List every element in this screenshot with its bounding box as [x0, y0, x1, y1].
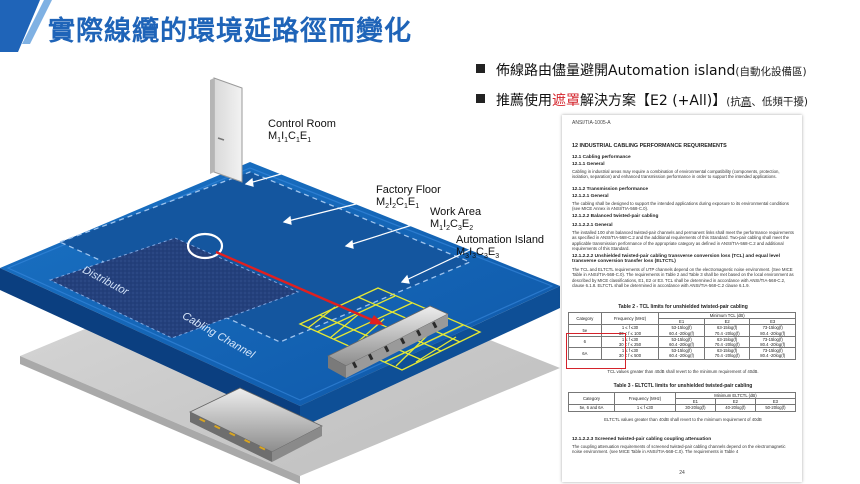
- distributor-area: [48, 237, 300, 339]
- page-title: 實際線纜的環境延路徑而變化: [48, 16, 412, 47]
- bullet-text: 推薦使用: [496, 93, 552, 109]
- table-row: 6A 1 ≤ f ≤30 30 < f ≤ 500 53-15log(f) 60…: [568, 347, 796, 360]
- doc-section-heading: 12.1.2.2.2 Unshielded twisted-pair cabli…: [572, 254, 780, 265]
- table-cell: 50-20log(f): [754, 404, 797, 412]
- title-bar: 實際線纜的環境延路徑而變化: [0, 0, 860, 56]
- table-3-eltctl-limits: Category Frequency (MHz) Minimum ELTCTL …: [567, 391, 797, 412]
- bullet-text: 佈線路由儘量避開Automation island: [496, 63, 736, 79]
- table-2-note: TCL values greater than 40dB shall rever…: [607, 369, 759, 374]
- table-cell: 53-15log(f) 60.4 -20log(f): [658, 324, 705, 337]
- door-side: [210, 78, 214, 174]
- doc-section-heading: 12.1.2.1 General: [572, 194, 609, 199]
- table-cell: 73-15log(f) 80.4 -20log(f): [749, 324, 796, 337]
- automation-island-label: Automation Island M3I3C3E3: [456, 234, 544, 260]
- cable-tray-lower: [189, 387, 323, 462]
- cable-path-arrow: [215, 250, 384, 325]
- doc-section-heading: 12 INDUSTRIAL CABLING PERFORMANCE REQUIR…: [572, 143, 727, 149]
- distributor-node: [186, 232, 224, 260]
- table-cell: 5e, 6 and 6A: [567, 404, 616, 412]
- zone-name: Factory Floor: [376, 184, 441, 196]
- square-bullet-icon: [476, 64, 485, 73]
- table-header: Minimum TCL (dB): [658, 311, 796, 320]
- doc-page-number: 24: [679, 470, 685, 476]
- table-cell: 1 ≤ f ≤30: [614, 404, 676, 412]
- table-row: 5e 1 ≤ f ≤30 30 < f ≤ 100 53-15log(f) 60…: [568, 324, 796, 337]
- title-accent-shape: [0, 0, 52, 52]
- table-cell: 53-15log(f) 60.4 -20log(f): [658, 335, 705, 349]
- zone-name: Control Room: [268, 118, 336, 130]
- bullet-text-tail: 解決方案【E2 (+All)】: [580, 93, 727, 109]
- bullet-item-1: 佈線路由儘量避開Automation island (自動化設備區): [476, 60, 856, 90]
- mice-code: M1I1C1E1: [268, 130, 312, 145]
- table-cell: 30-20log(f): [674, 404, 716, 412]
- bullet-item-2: 推薦使用 遮罩 解決方案【E2 (+All)】 (抗高、低頻干擾): [476, 90, 856, 120]
- table-cell: 63-15log(f) 70.4 -20log(f): [703, 347, 751, 360]
- diagram-illustration: [0, 77, 560, 484]
- table-header: Category: [567, 391, 616, 406]
- mice-code: M2I2C1E1: [376, 196, 420, 211]
- table-cell: 63-15log(f) 70.4 -20log(f): [703, 324, 751, 337]
- table-row: 5e, 6 and 6A 1 ≤ f ≤30 30-20log(f) 40-20…: [567, 404, 797, 412]
- doc-header: ANSI/TIA-1005-A: [572, 120, 611, 126]
- doc-section-heading: 12.1 Cabling performance: [572, 155, 631, 160]
- doc-paragraph: The coupling attenuation requirements of…: [572, 444, 786, 455]
- bullet-note-underlined: 高: [740, 96, 752, 108]
- table-subheader: E3: [754, 398, 797, 406]
- table-header: Frequency (MHz): [600, 311, 660, 326]
- table-2-caption: Table 2 - TCL limits for unshielded twis…: [618, 304, 748, 310]
- mice-code: M3I3C3E3: [456, 246, 500, 261]
- table-3-caption: Table 3 - ELTCTL limits for unshielded t…: [613, 383, 753, 389]
- bullet-note-part: 、低頻干擾): [751, 96, 808, 108]
- bullet-note: (自動化設備區): [735, 66, 807, 78]
- doc-section-heading: 12.1.2 Transmission performance: [572, 187, 648, 192]
- table-header: Frequency (MHz): [614, 391, 676, 406]
- platform-rim: [6, 167, 554, 401]
- door-frame: [213, 77, 243, 183]
- doc-paragraph: The TCL and ELTCTL requirements of UTP c…: [572, 267, 794, 288]
- doc-paragraph: The cabling shall be designed to support…: [572, 201, 789, 212]
- doc-section-heading: 12.1.1 General: [572, 162, 605, 167]
- bullet-note-part: (抗: [726, 96, 741, 108]
- factory-floor-label: Factory Floor M2I2C1E1: [376, 184, 441, 210]
- mice-code: M1I2C3E2: [430, 218, 474, 233]
- doc-section-heading: 12.1.2.2.1 General: [572, 223, 613, 228]
- table-cell: 63-15log(f) 70.4 -20log(f): [703, 335, 751, 349]
- zone-name: Automation Island: [456, 234, 545, 246]
- zone-name: Work Area: [430, 206, 482, 218]
- doc-section-heading: 12.1.2.2.3 Screened twisted-pair cabling…: [572, 437, 712, 442]
- highlight-box: [566, 333, 626, 369]
- table-2-tcl-limits: Category Frequency (MHz) Minimum TCL (dB…: [568, 311, 796, 360]
- table-cell: 1 ≤ f ≤30 30 < f ≤ 500: [600, 347, 660, 360]
- control-room-label: Control Room M1I1C1E1: [268, 118, 336, 144]
- table-subheader: E3: [749, 318, 796, 326]
- cable-tray-upper: [327, 305, 449, 378]
- square-bullet-icon: [476, 94, 485, 103]
- bullet-note: (抗高、低頻干擾): [726, 94, 808, 109]
- doc-section-heading: 12.1.2.2 Balanced twisted-pair cabling: [572, 214, 659, 219]
- standard-document-excerpt: ANSI/TIA-1005-A 12 INDUSTRIAL CABLING PE…: [562, 115, 802, 482]
- platform-front: [0, 268, 300, 428]
- table-row: 6 1 ≤ f ≤30 30 < f ≤ 250 53-15log(f) 60.…: [568, 335, 796, 349]
- doc-paragraph: The installed 100 ohm balanced twisted-p…: [572, 230, 794, 251]
- table-cell: 73-15log(f) 80.4 -20log(f): [749, 335, 796, 349]
- table-3-note: ELTCTL values greater than 40dB shall re…: [604, 417, 762, 422]
- table-header: Minimum ELTCTL (dB): [674, 391, 797, 400]
- industrial-cabling-diagram: Control Room M1I1C1E1 Factory Floor M2I2…: [0, 56, 560, 484]
- brand-logo-text: FASTLINKCABSYS: [22, 457, 154, 472]
- table-cell: 1 ≤ f ≤30 30 < f ≤ 250: [600, 335, 660, 349]
- table-cell: 40-20log(f): [714, 404, 756, 412]
- table-header: Category: [568, 311, 602, 326]
- table-cell: 53-15log(f) 60.4 -20log(f): [658, 347, 705, 360]
- work-area-label: Work Area M1I2C3E2: [430, 206, 481, 232]
- bullet-highlight: 遮罩: [552, 93, 580, 109]
- bullet-list: 佈線路由儘量避開Automation island (自動化設備區) 推薦使用 …: [476, 60, 856, 120]
- factory-floor-zone: [58, 171, 472, 343]
- table-cell: 73-15log(f) 80.4 -20log(f): [749, 347, 796, 360]
- doc-paragraph: Cabling in industrial areas may require …: [572, 169, 780, 180]
- zone-pointer-arrows: [244, 167, 475, 284]
- base-slab-edge: [20, 356, 300, 484]
